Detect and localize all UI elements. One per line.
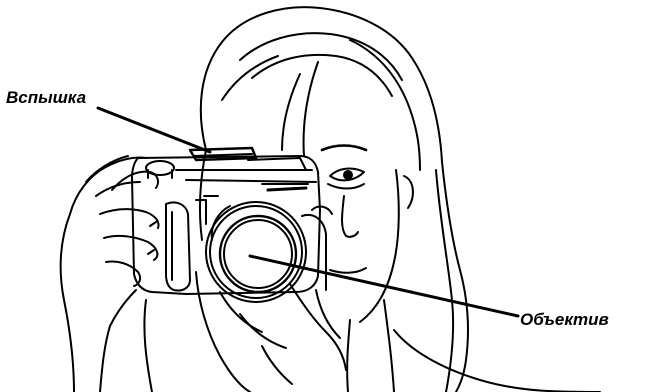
left-hand xyxy=(61,156,159,392)
shoulder-outline xyxy=(394,330,600,392)
hair-outline xyxy=(144,7,468,392)
flash-label: Вспышка xyxy=(6,89,86,106)
flash-leader-line xyxy=(98,108,210,152)
lens-label: Объектив xyxy=(520,311,609,328)
face-outline xyxy=(322,146,413,392)
